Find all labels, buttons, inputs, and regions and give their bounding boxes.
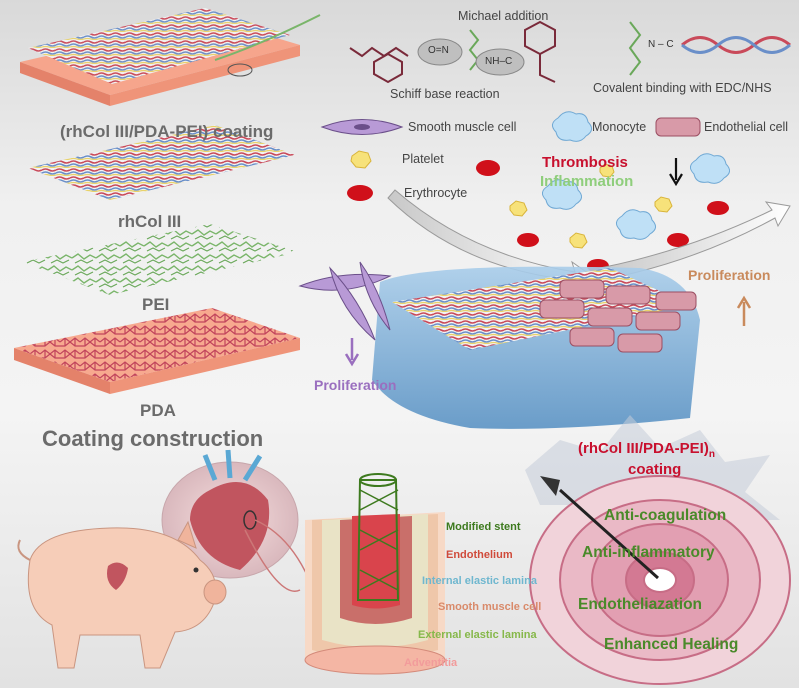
endothelial-cell-icon	[655, 117, 701, 137]
endothelial-cell-icon	[617, 333, 663, 353]
coating-top-layer	[20, 8, 321, 106]
smooth-muscle-cluster	[298, 261, 392, 341]
smooth-muscle-nucleus-icon	[354, 124, 370, 130]
covalent-binding-molecule	[628, 21, 791, 76]
target-subtitle: coating	[628, 461, 682, 478]
stent-label-endothelium: Endothelium	[446, 549, 513, 561]
stent-label-modified-stent: Modified stent	[446, 521, 521, 533]
platelet-icon	[569, 232, 588, 249]
n-c-bond-label: N – C	[648, 39, 674, 50]
rhcol-label: rhCol III	[118, 212, 182, 231]
monocyte-icon	[542, 179, 582, 210]
proliferation-smc-label: Proliferation	[314, 377, 397, 393]
proliferation-endothelial-label: Proliferation	[688, 267, 771, 283]
erythrocyte-icon	[347, 185, 373, 201]
legend-monocyte-label: Monocyte	[592, 120, 647, 134]
legend-endothelial-label: Endothelial cell	[704, 120, 789, 134]
stent-label-internal-elastic-lamina: Internal elastic lamina	[422, 575, 537, 587]
inflammation-label: Inflammation	[540, 173, 634, 190]
coating-pda-layer	[14, 308, 300, 394]
ring-label-enhanced-healing: Enhanced Healing	[604, 636, 739, 653]
michael-addition-molecule	[475, 20, 556, 83]
endothelial-cell-icon	[587, 307, 633, 327]
vessel-segment	[372, 266, 700, 429]
endothelial-cell-icon	[559, 279, 605, 299]
pei-label: PEI	[142, 295, 170, 314]
schiff-base-label: Schiff base reaction	[390, 87, 500, 101]
platelet-icon	[599, 163, 615, 178]
endothelial-cell-icon	[605, 285, 651, 305]
stent-label-adventitia: Adventitia	[404, 657, 458, 669]
stent-cylinder	[304, 473, 446, 675]
monocyte-icon	[690, 153, 730, 184]
monocyte-icon	[552, 111, 592, 142]
erythrocyte-icon	[517, 233, 539, 247]
blood-flow-arrow-out	[599, 201, 791, 281]
coating-pei-layer	[22, 224, 298, 295]
platelet-icon	[654, 196, 673, 213]
target-title-subscript: n	[708, 449, 715, 460]
nh-c-bond-label: NH–C	[485, 56, 513, 67]
platelet-icon	[350, 150, 372, 169]
thrombosis-down-arrow	[669, 158, 683, 187]
stent-label-smooth-muscle: Smooth muscle cell	[438, 601, 542, 613]
pig-illustration	[17, 520, 227, 669]
target-board	[529, 475, 791, 685]
proliferation-up-arrow	[736, 295, 752, 326]
endothelial-cell-icon	[635, 311, 681, 331]
endothelial-cell-icon	[539, 299, 585, 319]
endothelial-cell-icon	[655, 291, 697, 311]
heart-magnifier	[161, 449, 299, 579]
platelet-icon	[509, 200, 528, 217]
schiff-base-molecule	[349, 29, 480, 84]
proliferation-down-arrow	[344, 338, 360, 367]
pda-label: PDA	[140, 401, 176, 420]
coating-construction-title: Coating construction	[42, 426, 264, 451]
monocyte-icon	[616, 209, 656, 240]
platelet-icons	[350, 150, 673, 249]
legend-smooth-muscle-label: Smooth muscle cell	[408, 120, 517, 134]
dart-arrow	[540, 476, 660, 580]
coating-rhcol-layer	[28, 125, 295, 200]
target-title: (rhCol III/PDA-PEI)n	[578, 441, 715, 460]
legend-platelet-label: Platelet	[402, 152, 444, 166]
erythrocyte-icon	[707, 201, 729, 215]
ring-label-anticoagulation: Anti-coagulation	[604, 507, 727, 524]
erythrocyte-icon	[667, 233, 689, 247]
monocyte-icons	[542, 153, 730, 240]
erythrocyte-icon	[476, 160, 500, 176]
target-title-main: (rhCol III/PDA-PEI)	[578, 440, 709, 457]
endothelial-cell-icon	[569, 327, 615, 347]
ring-label-endotheliazation: Endotheliazation	[578, 596, 702, 613]
covalent-binding-label: Covalent binding with EDC/NHS	[593, 81, 772, 95]
stent-label-external-elastic-lamina: External elastic lamina	[418, 629, 537, 641]
michael-addition-label: Michael addition	[458, 9, 549, 23]
legend-erythrocyte-label: Erythrocyte	[404, 186, 468, 200]
coating-top-label: (rhCol III/PDA-PEI) coating	[60, 122, 274, 141]
o-n-bond-label: O=N	[428, 45, 449, 56]
thrombosis-label: Thrombosis	[542, 154, 628, 171]
ring-label-antiinflammatory: Anti-inflammatory	[582, 544, 715, 561]
